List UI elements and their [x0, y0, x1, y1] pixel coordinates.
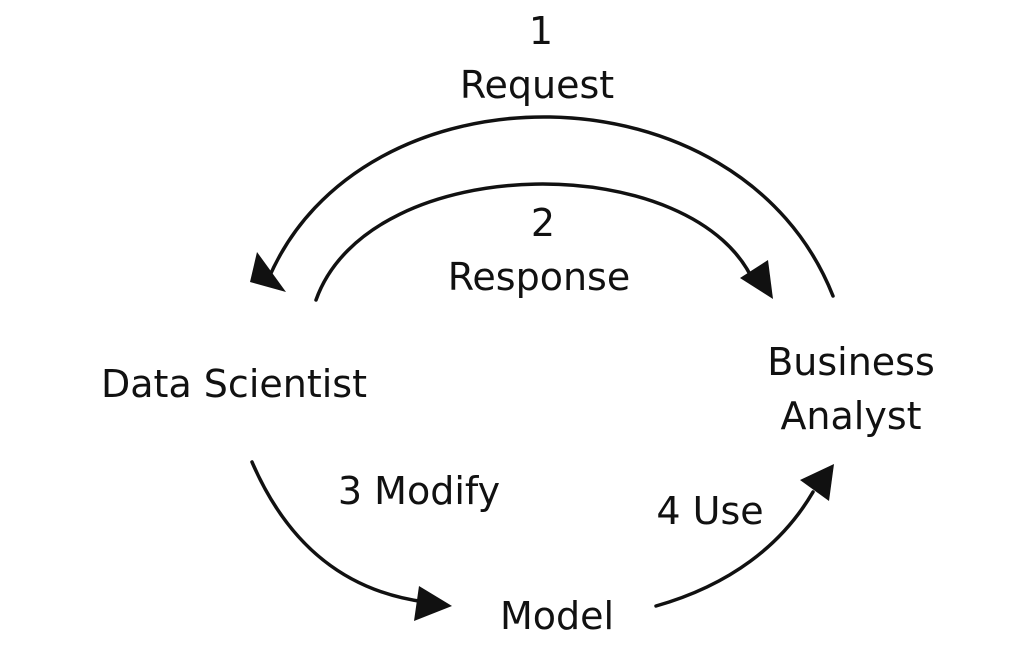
- business-analyst-node-line1: Business: [767, 340, 935, 384]
- use-arrowhead: [800, 464, 834, 501]
- response-step-number: 2: [531, 201, 555, 245]
- modify-label: 3 Modify: [338, 469, 500, 513]
- use-label: 4 Use: [656, 489, 763, 533]
- request-edge: [250, 115, 835, 298]
- request-step-number: 1: [529, 9, 553, 53]
- model-node: Model: [500, 594, 614, 638]
- modify-arrow-line: [250, 460, 427, 604]
- modify-arrowhead: [414, 586, 452, 621]
- request-arrowhead: [250, 252, 286, 292]
- use-arrow-line: [654, 490, 815, 608]
- business-analyst-node-line2: Analyst: [780, 394, 921, 438]
- response-edge: [314, 182, 773, 302]
- modify-edge: [250, 460, 452, 621]
- response-arrowhead: [740, 260, 773, 299]
- use-edge: [654, 464, 834, 608]
- request-arrow-line: [266, 115, 835, 298]
- response-arrow-line: [314, 182, 757, 302]
- response-label: Response: [448, 255, 631, 299]
- request-label: Request: [460, 63, 614, 107]
- data-scientist-node: Data Scientist: [101, 362, 367, 406]
